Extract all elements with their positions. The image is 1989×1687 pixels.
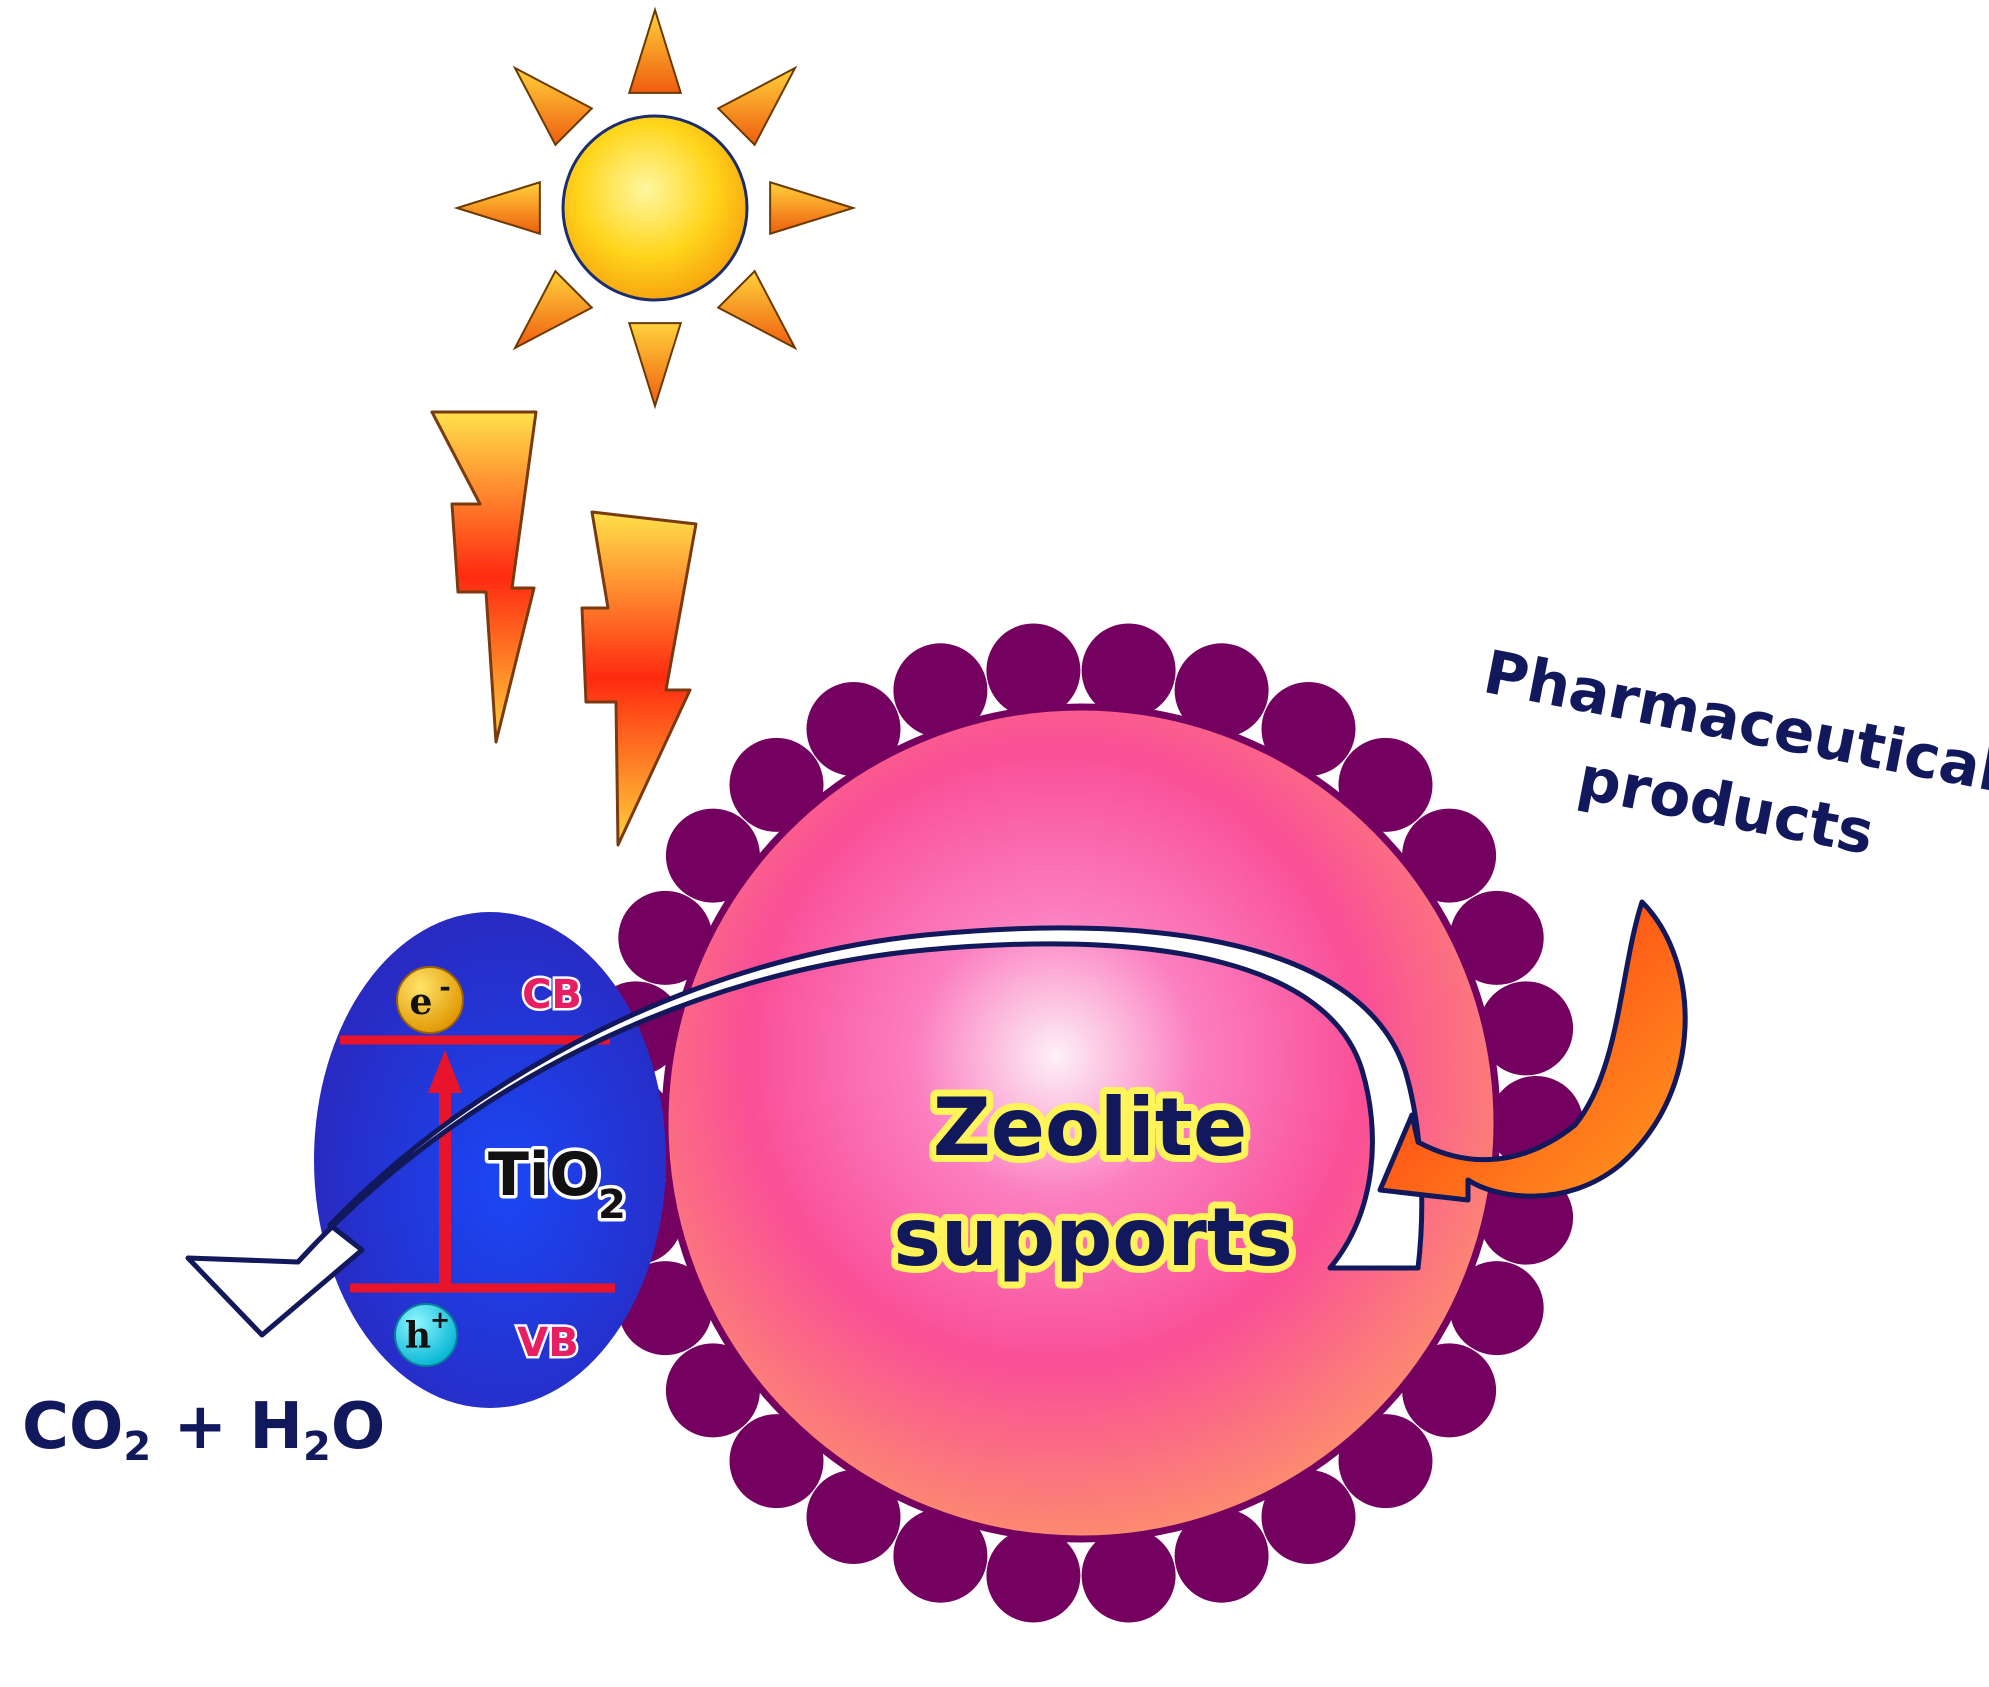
svg-text:CO2 + H2O: CO2 + H2O bbox=[22, 1390, 385, 1470]
surface-particle bbox=[1261, 1470, 1356, 1564]
excitation-arrowhead bbox=[428, 1050, 462, 1093]
surface-particle bbox=[1479, 981, 1574, 1076]
svg-text:-: - bbox=[439, 970, 451, 1003]
hole: h + bbox=[394, 1303, 458, 1367]
surface-particle bbox=[1402, 1343, 1497, 1438]
sun-ray bbox=[453, 180, 541, 236]
svg-text:+: + bbox=[430, 1305, 450, 1334]
svg-text:supports: supports bbox=[893, 1191, 1292, 1284]
conduction-band-label: CB bbox=[522, 972, 582, 1018]
pharmaceutical-inflow-arrow bbox=[1377, 899, 1688, 1203]
sun-ray bbox=[627, 6, 683, 94]
surface-particle bbox=[729, 1414, 824, 1509]
svg-text:2: 2 bbox=[598, 1182, 626, 1228]
surface-particle bbox=[1261, 682, 1356, 776]
surface-particle bbox=[986, 623, 1081, 718]
surface-particle bbox=[1449, 1261, 1544, 1356]
sun-icon bbox=[453, 6, 857, 410]
sun-core bbox=[561, 114, 749, 302]
svg-text:h: h bbox=[405, 1315, 431, 1357]
sun-ray bbox=[512, 65, 594, 147]
surface-particle bbox=[806, 682, 901, 776]
sun-ray bbox=[512, 269, 594, 351]
zeolite-sphere bbox=[661, 703, 1501, 1543]
svg-text:Zeolite: Zeolite bbox=[933, 1081, 1248, 1174]
zeolite-supports-label: Zeolite supports bbox=[886, 1074, 1299, 1291]
electron: e - bbox=[396, 966, 464, 1034]
surface-particle bbox=[1174, 643, 1269, 738]
surface-particle bbox=[665, 808, 760, 903]
surface-particle bbox=[618, 890, 713, 985]
svg-text:TiO: TiO bbox=[488, 1140, 601, 1210]
surface-particle bbox=[986, 1528, 1081, 1623]
surface-particle bbox=[806, 1470, 901, 1564]
degradation-arrow bbox=[185, 925, 1425, 1338]
surface-particle bbox=[729, 737, 824, 832]
surface-particle bbox=[1338, 1414, 1433, 1509]
surface-particle bbox=[1449, 890, 1544, 985]
surface-particle bbox=[1338, 737, 1433, 832]
sun-ray bbox=[769, 180, 857, 236]
tio2-label: TiO 2 bbox=[485, 1137, 630, 1232]
lightning-bolt-icon bbox=[430, 410, 538, 744]
surface-particle bbox=[893, 1508, 988, 1603]
surface-particle bbox=[893, 643, 988, 738]
surface-particle bbox=[1081, 1528, 1176, 1623]
sun-ray bbox=[716, 65, 798, 147]
sun-ray bbox=[627, 322, 683, 410]
surface-particle bbox=[1174, 1508, 1269, 1603]
lightning-bolt-icon bbox=[580, 510, 698, 847]
sun-ray bbox=[716, 269, 798, 351]
valence-band-label: VB bbox=[517, 1320, 578, 1366]
degradation-products-label: CO2 + H2O bbox=[22, 1390, 385, 1470]
surface-particle bbox=[1402, 808, 1497, 903]
surface-particle bbox=[1081, 623, 1176, 718]
surface-particle bbox=[665, 1343, 760, 1438]
svg-text:e: e bbox=[410, 981, 433, 1023]
pharmaceutical-products-label: Pharmaceutical products bbox=[1478, 637, 1989, 869]
